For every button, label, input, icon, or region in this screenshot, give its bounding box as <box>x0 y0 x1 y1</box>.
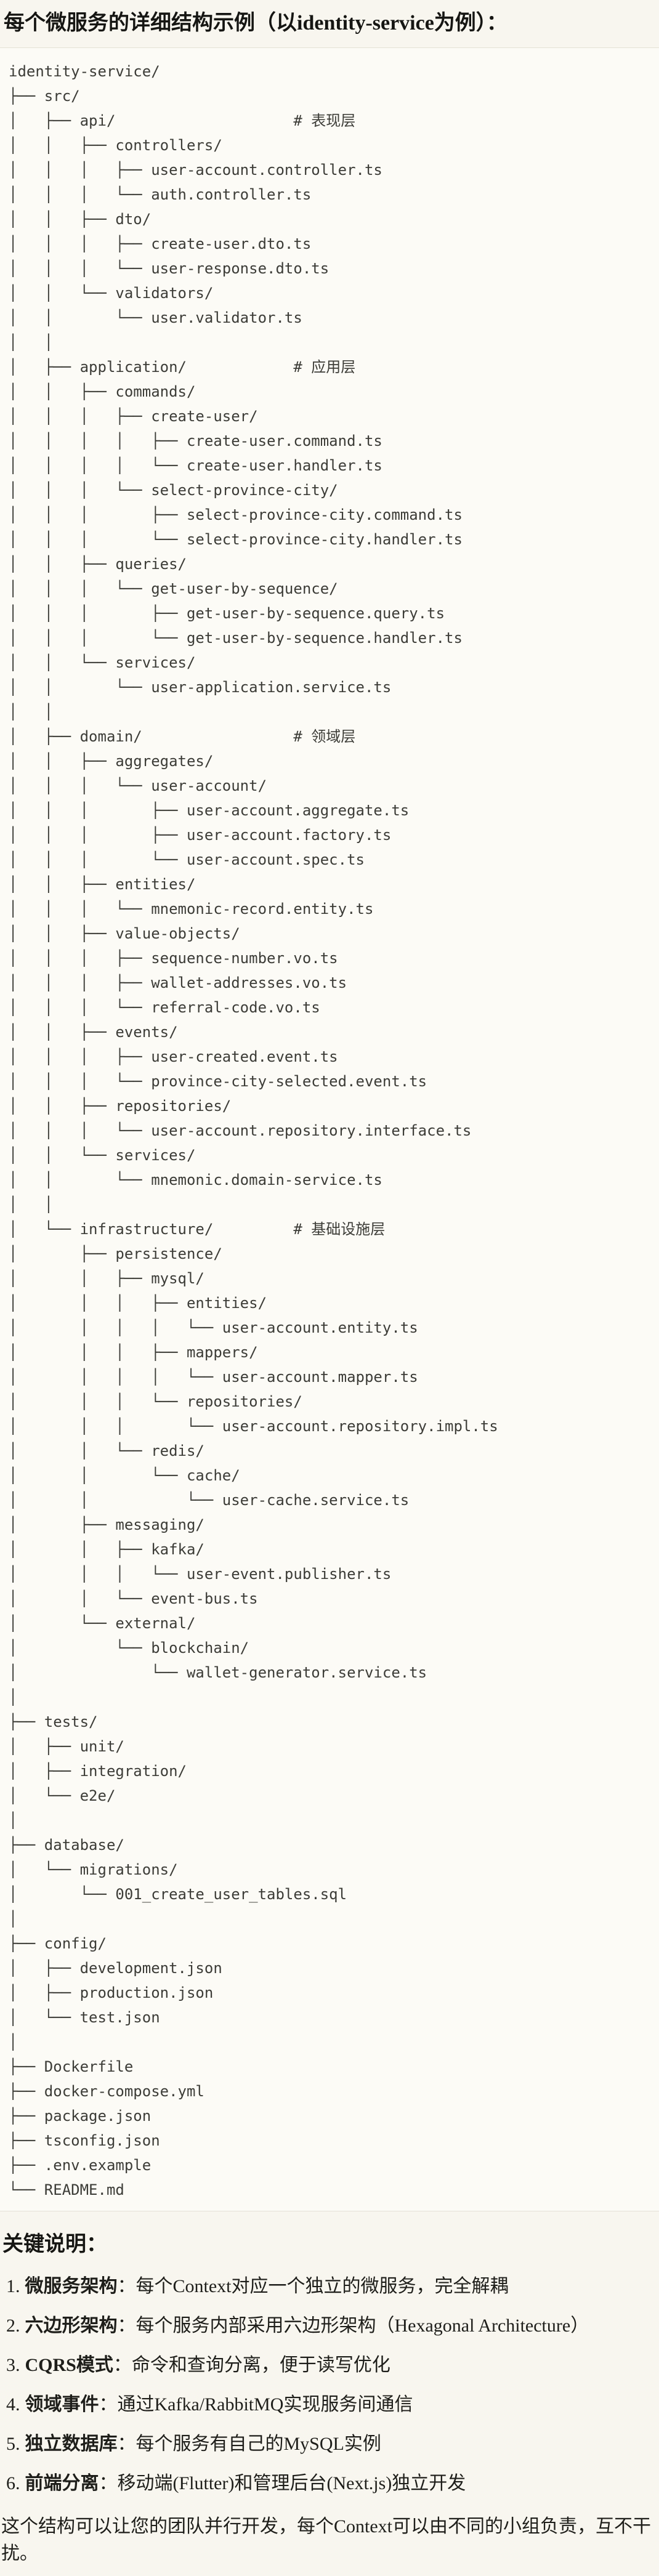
note-number: 3. <box>6 2355 20 2375</box>
note-separator: ： <box>117 2434 136 2454</box>
note-separator: ： <box>117 2276 136 2296</box>
note-item: 2.六边形架构：每个服务内部采用六边形架构（Hexagonal Architec… <box>0 2312 659 2340</box>
note-text: 每个Context对应一个独立的微服务，完全解耦 <box>135 2276 509 2296</box>
note-label: 独立数据库 <box>25 2434 118 2454</box>
note-item: 5.独立数据库：每个服务有自己的MySQL实例 <box>0 2431 659 2458</box>
note-label: 领域事件 <box>25 2394 99 2415</box>
note-label: CQRS模式 <box>25 2355 113 2375</box>
note-number: 2. <box>6 2316 20 2336</box>
note-item: 1.微服务架构：每个Context对应一个独立的微服务，完全解耦 <box>0 2273 659 2300</box>
note-label: 六边形架构 <box>25 2316 118 2336</box>
note-label: 前端分离 <box>25 2473 99 2493</box>
note-separator: ： <box>99 2394 118 2415</box>
note-number: 5. <box>6 2434 20 2454</box>
footer-paragraph: 这个结构可以让您的团队并行开发，每个Context可以由不同的小组负责，互不干扰… <box>1 2516 651 2564</box>
notes-heading: 关键说明： <box>2 2233 107 2256</box>
note-text: 通过Kafka/RabbitMQ实现服务间通信 <box>117 2394 413 2415</box>
page-title: 每个微服务的详细结构示例（以identity-service为例）： <box>4 12 507 34</box>
note-separator: ： <box>113 2355 132 2375</box>
note-separator: ： <box>99 2473 118 2493</box>
note-text: 每个服务有自己的MySQL实例 <box>135 2434 381 2454</box>
note-number: 6. <box>6 2473 20 2493</box>
note-item: 6.前端分离：移动端(Flutter)和管理后台(Next.js)独立开发 <box>0 2470 659 2497</box>
note-text: 每个服务内部采用六边形架构（Hexagonal Architecture） <box>135 2316 589 2336</box>
note-number: 1. <box>6 2276 20 2296</box>
code-block: identity-service/ ├── src/ │ ├── api/ # … <box>0 47 659 2211</box>
note-label: 微服务架构 <box>25 2276 118 2296</box>
directory-tree: identity-service/ ├── src/ │ ├── api/ # … <box>9 63 498 2198</box>
note-text: 移动端(Flutter)和管理后台(Next.js)独立开发 <box>117 2473 466 2493</box>
note-separator: ： <box>117 2316 136 2336</box>
note-text: 命令和查询分离，便于读写优化 <box>131 2355 390 2375</box>
note-item: 3.CQRS模式：命令和查询分离，便于读写优化 <box>0 2352 659 2379</box>
note-item: 4.领域事件：通过Kafka/RabbitMQ实现服务间通信 <box>0 2391 659 2418</box>
note-number: 4. <box>6 2394 20 2415</box>
